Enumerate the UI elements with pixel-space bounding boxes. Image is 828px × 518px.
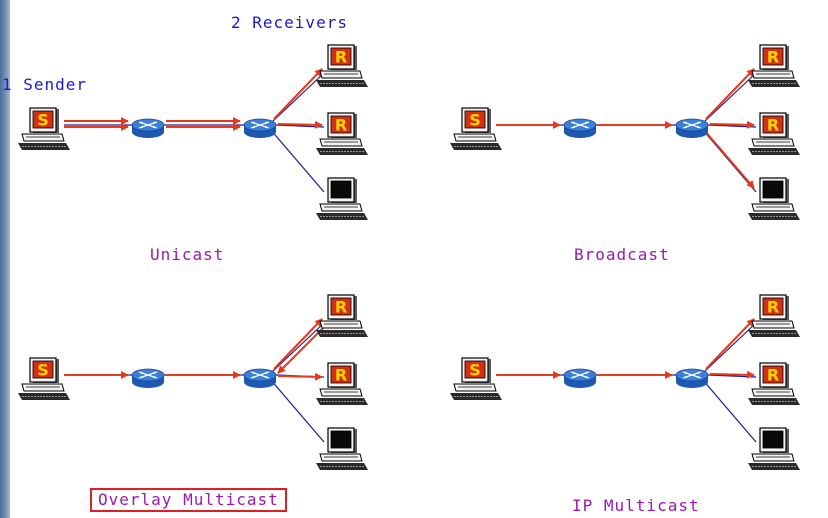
router-2-icon: [675, 368, 709, 388]
receiver-computer-icon: R: [316, 44, 368, 87]
receiver-computer-icon: R: [316, 294, 368, 337]
slide-sidebar: [0, 0, 10, 518]
router-1-icon: [563, 118, 597, 138]
link-router2-host-bottom: [269, 128, 325, 193]
receiver-computer-icon: R: [748, 294, 800, 337]
receiver-computer-icon: R: [748, 362, 800, 405]
router-2-icon: [675, 118, 709, 138]
data-arrow: [277, 120, 323, 129]
link-router2-receiver-top: [271, 72, 325, 123]
receiver-tag: R: [767, 116, 779, 135]
host-computer-icon: [316, 177, 368, 220]
router-1-icon: [563, 368, 597, 388]
router-2-icon: [243, 118, 277, 138]
receiver-tag: R: [335, 116, 347, 135]
link-router2-receiver-top: [271, 322, 325, 373]
sender-computer-icon: S: [18, 107, 70, 150]
sender-computer-icon: S: [450, 107, 502, 150]
data-arrow: [703, 129, 755, 189]
data-arrow: [709, 370, 755, 379]
data-arrow: [705, 318, 755, 370]
receiver-computer-icon: R: [748, 44, 800, 87]
receiver-tag: R: [767, 366, 779, 385]
receiver-tag: R: [767, 298, 779, 317]
receivers-label: 2 Receivers: [231, 13, 348, 32]
receiver-tag: R: [335, 298, 347, 317]
receiver-tag: R: [335, 48, 347, 67]
receiver-computer-icon: R: [316, 112, 368, 155]
sender-computer-icon: S: [18, 357, 70, 400]
data-arrow: [273, 318, 323, 370]
router-1-icon: [131, 368, 165, 388]
link-router2-host-bottom: [701, 378, 757, 443]
data-arrow: [273, 68, 323, 120]
data-arrow: [277, 372, 323, 381]
sender-tag: S: [469, 361, 481, 380]
router-2-icon: [243, 368, 277, 388]
receiver-computer-icon: R: [748, 112, 800, 155]
data-arrow: [705, 68, 755, 120]
router-1-icon: [131, 118, 165, 138]
unicast-label: Unicast: [150, 245, 225, 264]
link-router2-receiver-top: [703, 322, 757, 373]
receiver-tag: R: [767, 48, 779, 67]
sender-tag: S: [469, 111, 481, 130]
data-arrow: [709, 120, 755, 129]
host-computer-icon: [316, 427, 368, 470]
receiver-tag: R: [335, 366, 347, 385]
host-computer-icon: [748, 177, 800, 220]
sender-label: 1 Sender: [2, 75, 88, 94]
nodes-layer: S R R S R R S R R S R R: [18, 44, 800, 470]
host-computer-icon: [748, 427, 800, 470]
sender-tag: S: [37, 111, 49, 130]
receiver-computer-icon: R: [316, 362, 368, 405]
link-router2-receiver-top: [703, 72, 757, 123]
sender-computer-icon: S: [450, 357, 502, 400]
overlay-multicast-label: Overlay Multicast: [90, 488, 287, 512]
ip-multicast-label: IP Multicast: [572, 496, 700, 515]
link-router2-host-bottom: [269, 378, 325, 443]
broadcast-label: Broadcast: [574, 245, 670, 264]
sender-tag: S: [37, 361, 49, 380]
arrows-layer: [64, 68, 755, 381]
